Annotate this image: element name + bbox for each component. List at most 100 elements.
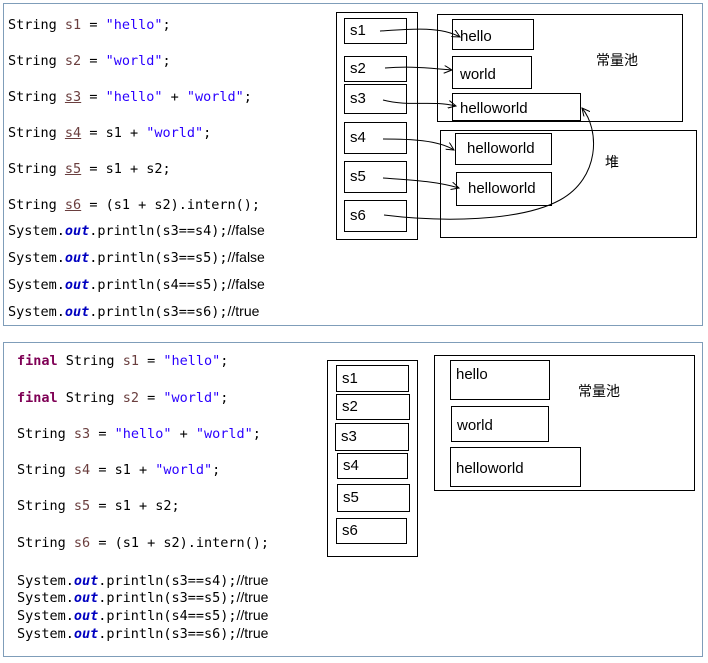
type-name: String xyxy=(65,353,115,369)
stack-ref-s3-label: s3 xyxy=(350,90,366,107)
stack-ref-s3 xyxy=(335,423,409,451)
result-comment: //true xyxy=(236,607,269,623)
type-name: String xyxy=(17,426,66,442)
out-field: out xyxy=(73,573,99,589)
code-fragment: = (s1 + s2).intern(); xyxy=(81,197,260,213)
result-comment: //true xyxy=(236,625,269,641)
system-class: System. xyxy=(8,277,65,293)
arrow-s2-world xyxy=(384,67,452,70)
arrow-s6-pool xyxy=(383,108,595,220)
code-fragment: ; xyxy=(243,89,252,105)
print-line: System.out.println(s3==s5);//true xyxy=(17,589,268,606)
keyword-final: final xyxy=(17,390,58,406)
stack-ref-s5-label: s5 xyxy=(343,489,359,506)
stack-ref-s4-label: s4 xyxy=(343,457,359,474)
code-line-s3: String s3 = "hello" + "world"; xyxy=(8,89,252,105)
code-fragment: ; xyxy=(162,53,171,69)
code-fragment: + xyxy=(162,89,187,105)
print-line: System.out.println(s3==s4);//false xyxy=(8,222,265,239)
variable-name: s4 xyxy=(64,125,82,141)
type-name: String xyxy=(17,498,66,514)
println-argument: (s3==s6); xyxy=(154,304,228,320)
keyword-final: final xyxy=(17,353,58,369)
stack-ref-s2 xyxy=(336,394,410,420)
code-line-s2: final String s2 = "world"; xyxy=(17,390,228,406)
out-field: out xyxy=(64,250,90,266)
heap-string-0-label: helloworld xyxy=(467,140,535,157)
code-fragment: ; xyxy=(162,17,171,33)
out-field: out xyxy=(73,626,99,642)
code-fragment: = xyxy=(138,390,164,406)
constant-pool-label: 常量池 xyxy=(578,384,620,400)
result-comment: //false xyxy=(227,276,265,292)
string-literal: "hello" xyxy=(105,89,163,105)
stack-ref-s1 xyxy=(336,365,409,392)
println-argument: (s3==s4); xyxy=(154,223,228,239)
result-comment: //false xyxy=(227,249,265,265)
variable-name: s1 xyxy=(64,17,82,33)
result-comment: //true xyxy=(227,303,260,319)
stack-ref-s2 xyxy=(344,56,407,82)
code-fragment: + xyxy=(171,426,196,442)
print-line: System.out.println(s4==s5);//true xyxy=(17,607,268,624)
system-class: System. xyxy=(17,590,74,606)
system-class: System. xyxy=(8,250,65,266)
string-literal: "world" xyxy=(195,426,253,442)
code-line-s6: String s6 = (s1 + s2).intern(); xyxy=(17,535,269,551)
println-method: .println xyxy=(98,590,164,606)
type-name: String xyxy=(65,390,115,406)
arrow-s3-helloworld xyxy=(382,99,456,106)
stack-ref-s4 xyxy=(344,122,407,154)
stack-ref-s6 xyxy=(336,518,407,544)
println-argument: (s3==s4); xyxy=(163,573,237,589)
out-field: out xyxy=(73,590,99,606)
code-fragment: = s1 + s2; xyxy=(81,161,171,177)
println-argument: (s3==s5); xyxy=(154,250,228,266)
pool-string-world-label: world xyxy=(460,65,496,83)
code-fragment: ; xyxy=(220,390,229,406)
arrow-s1-hello xyxy=(379,28,460,37)
code-line-s4: String s4 = s1 + "world"; xyxy=(17,462,220,478)
heap-string-1-label: helloworld xyxy=(468,180,536,197)
variable-name: s2 xyxy=(122,390,139,406)
pool-string-hello-label: hello xyxy=(460,27,492,45)
string-literal: "hello" xyxy=(163,353,221,369)
type-name: String xyxy=(8,197,57,213)
code-fragment: = (s1 + s2).intern(); xyxy=(90,535,269,551)
system-class: System. xyxy=(17,626,74,642)
println-method: .println xyxy=(98,573,164,589)
pool-string-helloworld xyxy=(450,447,581,487)
string-literal: "world" xyxy=(163,390,221,406)
stack-ref-s1-label: s1 xyxy=(350,22,366,39)
code-fragment: ; xyxy=(212,462,221,478)
heap-string-0 xyxy=(455,133,552,165)
system-class: System. xyxy=(17,608,74,624)
code-fragment: = xyxy=(81,17,106,33)
stack-ref-s5 xyxy=(337,484,410,512)
code-line-s3: String s3 = "hello" + "world"; xyxy=(17,426,261,442)
stack-ref-s1 xyxy=(344,18,407,44)
print-line: System.out.println(s4==s5);//false xyxy=(8,276,265,293)
code-fragment: ; xyxy=(252,426,261,442)
result-comment: //false xyxy=(227,222,265,238)
variable-name: s3 xyxy=(64,89,82,105)
out-field: out xyxy=(73,608,99,624)
println-argument: (s3==s5); xyxy=(163,590,237,606)
stack-ref-s4 xyxy=(337,453,408,479)
println-method: .println xyxy=(98,608,164,624)
code-fragment: ; xyxy=(220,353,229,369)
code-fragment: ; xyxy=(203,125,212,141)
print-line: System.out.println(s3==s6);//true xyxy=(17,625,268,642)
stack-ref-s3-label: s3 xyxy=(341,428,357,445)
type-name: String xyxy=(17,535,66,551)
pool-string-helloworld-label: helloworld xyxy=(460,100,528,117)
variable-name: s1 xyxy=(122,353,139,369)
stack-ref-s6-label: s6 xyxy=(342,522,358,539)
type-name: String xyxy=(17,462,66,478)
code-line-s2: String s2 = "world"; xyxy=(8,53,171,69)
type-name: String xyxy=(8,89,57,105)
type-name: String xyxy=(8,53,57,69)
type-name: String xyxy=(8,17,57,33)
code-line-s5: String s5 = s1 + s2; xyxy=(17,498,180,514)
